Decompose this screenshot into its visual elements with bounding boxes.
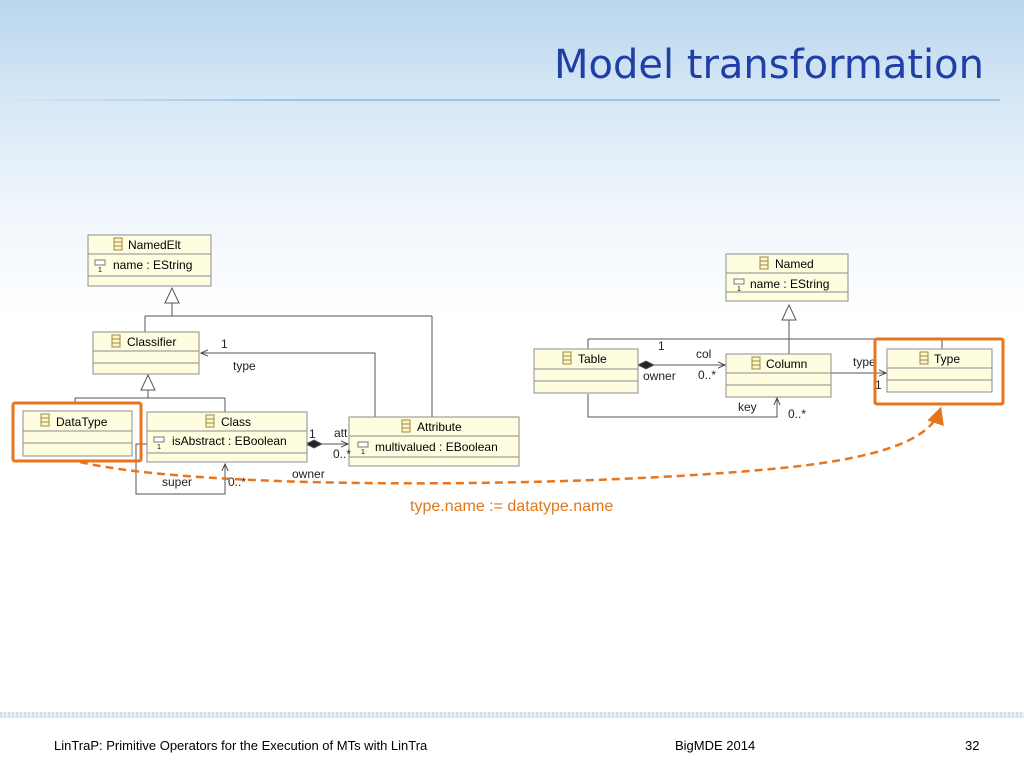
page-number: 32 [965, 738, 980, 753]
super-role: super [162, 475, 192, 489]
svg-text:1: 1 [98, 267, 102, 274]
mapping-annotation: type.name := datatype.name [410, 498, 614, 515]
col-many: 0..* [698, 368, 716, 382]
slide-title: Model transformation [553, 42, 984, 88]
class-name: Named [775, 257, 814, 271]
source-generalization-arrows [140, 286, 324, 449]
attribute-icon: 1 [153, 436, 165, 451]
target-association-labels: 1 col owner 0..* key 0..* type 1 [643, 339, 882, 421]
highlight-type [873, 337, 1005, 406]
super-many: 0..* [228, 475, 246, 489]
class-type[interactable]: Type [886, 348, 993, 393]
svg-text:1: 1 [361, 449, 365, 456]
class-icon [759, 256, 769, 270]
owner-role: owner [643, 369, 676, 383]
att-many: 0..* [333, 447, 351, 461]
attribute-icon: 1 [733, 278, 745, 293]
class-column[interactable]: Column [725, 353, 832, 398]
highlight-datatype [11, 401, 143, 463]
target-generalization-arrows [636, 303, 797, 370]
class-icon [40, 413, 50, 427]
attribute-name: isAbstract : EBoolean [172, 434, 287, 448]
class-classifier[interactable]: Classifier [92, 331, 200, 375]
class-name: NamedElt [128, 238, 181, 252]
key-many: 0..* [788, 407, 806, 421]
owner-role: owner [292, 467, 325, 481]
class-class[interactable]: Class 1 isAbstract : EBoolean [146, 411, 308, 463]
attribute-name: name : EString [750, 277, 829, 291]
type-multiplicity: 1 [221, 337, 228, 351]
type-role: type [233, 359, 256, 373]
class-name: Attribute [417, 420, 462, 434]
class-attribute[interactable]: Attribute 1 multivalued : EBoolean [348, 416, 520, 467]
att-multiplicity: 1 [309, 427, 316, 441]
class-icon [401, 419, 411, 433]
class-name: Class [221, 415, 251, 429]
class-name: DataType [56, 415, 108, 429]
col-multiplicity: 1 [658, 339, 665, 353]
class-icon [113, 237, 123, 251]
svg-text:1: 1 [157, 444, 161, 451]
class-named[interactable]: Named 1 name : EString [725, 253, 849, 302]
attribute-icon: 1 [94, 259, 106, 274]
title-divider [0, 99, 1000, 101]
mapping-arrow [79, 406, 944, 485]
attribute-icon: 1 [357, 441, 369, 456]
footer-paper-title: LinTraP: Primitive Operators for the Exe… [54, 738, 428, 753]
class-name: Column [766, 357, 807, 371]
class-name: Type [934, 352, 960, 366]
footer-band [0, 712, 1024, 718]
source-association-labels: 1 type 1 att 0..* owner super 0..* [162, 337, 351, 489]
class-name: Classifier [127, 335, 176, 349]
class-icon [111, 334, 121, 348]
col-role: col [696, 347, 711, 361]
type-multiplicity: 1 [875, 378, 882, 392]
attribute-name: name : EString [113, 258, 192, 272]
footer-venue: BigMDE 2014 [675, 738, 756, 753]
class-data-type[interactable]: DataType [22, 410, 133, 457]
class-icon [205, 414, 215, 428]
attribute-name: multivalued : EBoolean [375, 440, 498, 454]
class-table[interactable]: Table [533, 348, 639, 394]
class-icon [562, 351, 572, 365]
key-role: key [738, 400, 757, 414]
class-named-elt[interactable]: NamedElt 1 name : EString [87, 234, 212, 287]
svg-text:1: 1 [737, 286, 741, 293]
class-icon [919, 351, 929, 365]
type-role: type [853, 355, 876, 369]
class-icon [751, 356, 761, 370]
class-name: Table [578, 352, 607, 366]
att-role: att [334, 426, 348, 440]
